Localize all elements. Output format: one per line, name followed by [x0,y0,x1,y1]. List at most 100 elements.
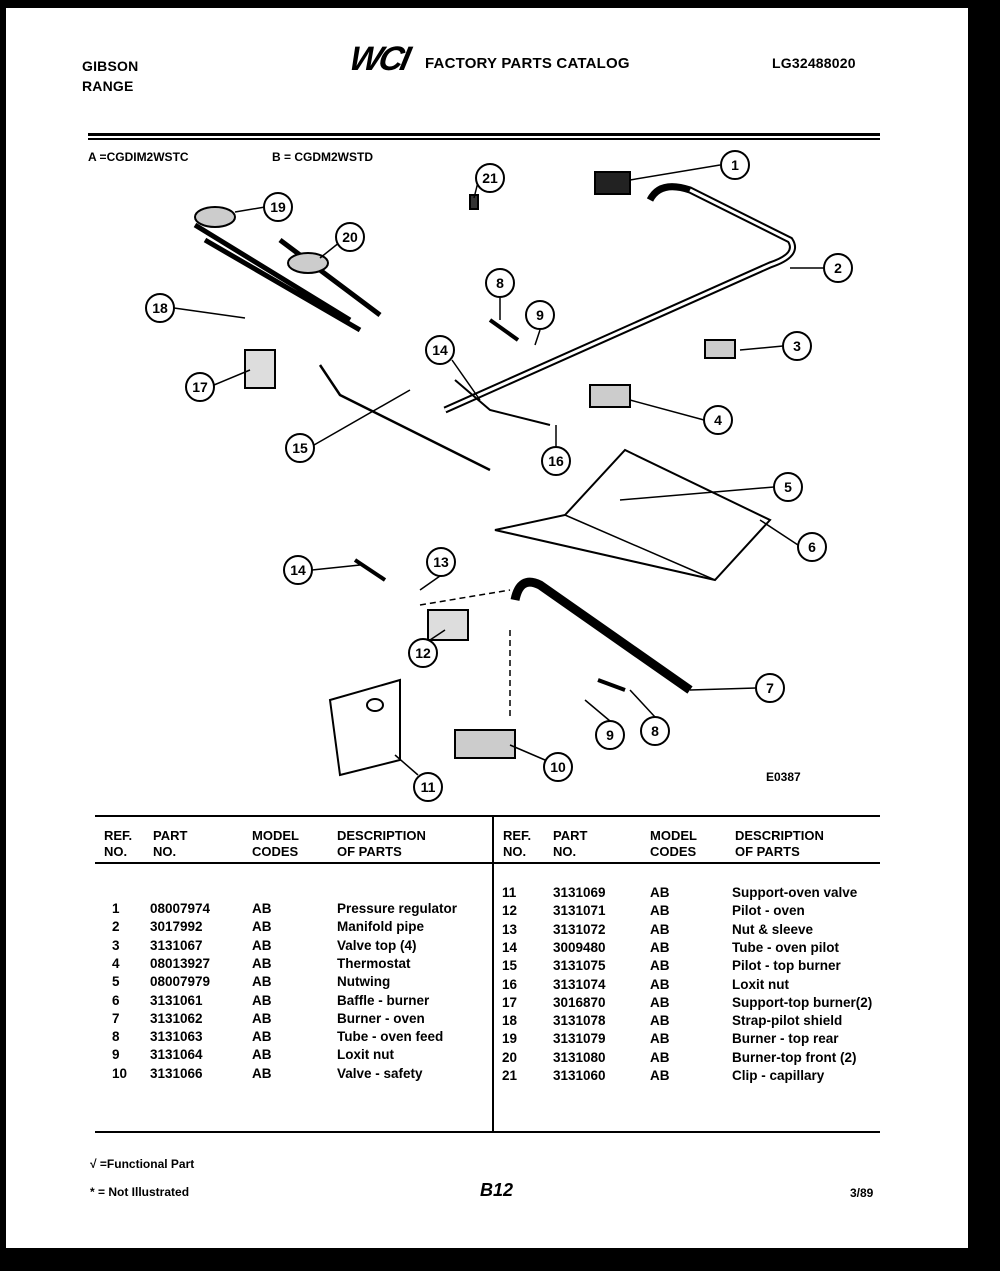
header-rule-2 [88,138,880,140]
catalog-date: 3/89 [850,1186,874,1200]
callout-17: 17 [185,372,215,402]
cell-desc: Support-top burner(2) [732,994,873,1010]
cell-ref: 4 [112,955,120,971]
cell-part: 08007974 [150,901,211,916]
cell-ref: 12 [502,903,518,919]
cell-part: 3131079 [553,1031,606,1047]
cell-desc: Nutwing [337,974,391,990]
tube-oven-feed [488,318,520,342]
cell-codes: AB [252,901,272,916]
cell-ref: 18 [502,1013,518,1029]
catalog-page [6,8,968,1248]
exploded-parts-diagram [173,164,824,777]
cell-desc: Manifold pipe [337,919,424,935]
cell-ref: 21 [502,1068,518,1083]
cell-desc: Clip - capillary [732,1068,825,1083]
catalog-number: LG32488020 [772,55,856,71]
cell-desc: Strap-pilot shield [732,1013,843,1029]
callout-13: 13 [426,547,456,577]
col-ref: REF.NO. [104,828,133,859]
table-divider [492,815,494,1133]
cell-codes: AB [252,955,272,971]
brand-name: GIBSON [82,58,139,74]
cell-desc: Baffle - burner [337,992,430,1008]
cell-part: 3131066 [150,1065,203,1081]
cell-desc: Pressure regulator [337,901,458,916]
cell-ref: 7 [112,1010,120,1026]
functional-part-legend: √ =Functional Part [90,1157,195,1171]
cell-part: 3131064 [150,1047,203,1063]
callout-7: 7 [755,673,785,703]
safety-valve [454,729,516,759]
table-bottom-rule [95,1131,880,1133]
callout-9: 9 [525,300,555,330]
cell-ref: 16 [502,976,518,992]
cell-part: 3131075 [553,958,606,974]
top-rear-burner [194,206,236,228]
cell-desc: Loxit nut [337,1047,394,1063]
cell-ref: 8 [112,1029,120,1045]
cell-codes: AB [650,1068,670,1083]
callout-4: 4 [703,405,733,435]
cell-codes: AB [650,976,670,992]
cell-desc: Nut & sleeve [732,921,814,937]
cell-codes: AB [650,1049,670,1065]
cell-desc: Tube - oven feed [337,1029,444,1045]
cell-ref: 10 [112,1065,128,1081]
cell-part: 3131072 [553,921,606,937]
oven-burner [510,577,693,694]
oven-pilot [427,609,469,641]
cell-ref: 5 [112,974,120,990]
cell-desc: Pilot - top burner [732,958,841,974]
cell-part: 3131063 [150,1029,203,1045]
diagram-code: E0387 [766,770,801,784]
model-a: A =CGDIM2WSTC [88,150,189,164]
cell-ref: 1 [112,901,120,916]
cell-part: 3131069 [553,885,606,900]
callout-18: 18 [145,293,175,323]
cell-codes: AB [252,1047,272,1063]
catalog-title: FACTORY PARTS CATALOG [425,55,630,72]
cell-part: 3131074 [553,976,606,992]
cell-codes: AB [650,958,670,974]
cell-desc: Tube - oven pilot [732,939,839,955]
callout-20: 20 [335,222,365,252]
top-front-burner [287,252,329,274]
cell-ref: 6 [112,992,120,1008]
cell-ref: 15 [502,958,518,974]
top-burner-tubes [193,222,382,333]
cell-codes: AB [650,939,670,955]
cell-ref: 11 [502,885,517,900]
table-header-rule [95,862,880,864]
pressure-regulator [594,171,631,195]
cell-codes: AB [252,1029,272,1045]
col-ref: REF.NO. [503,828,532,859]
callout-5: 5 [773,472,803,502]
callout-12: 12 [408,638,438,668]
cell-ref: 2 [112,919,120,935]
burner-baffle [494,448,772,582]
callout-14: 14 [425,335,455,365]
cell-codes: AB [252,992,272,1008]
callout-9: 9 [595,720,625,750]
cell-ref: 19 [502,1031,518,1047]
callout-6: 6 [797,532,827,562]
cell-part: 3131061 [150,992,203,1008]
cell-part: 3131078 [553,1013,606,1029]
cell-codes: AB [650,885,670,900]
table-top-rule [95,815,880,817]
cell-part: 3131071 [553,903,606,919]
cell-codes: AB [650,921,670,937]
cell-codes: AB [650,1013,670,1029]
cell-ref: 20 [502,1049,518,1065]
cell-ref: 9 [112,1047,120,1063]
cell-codes: AB [252,1010,272,1026]
cell-part: 3009480 [553,939,606,955]
cell-desc: Valve - safety [337,1065,423,1081]
product-type: RANGE [82,78,134,94]
